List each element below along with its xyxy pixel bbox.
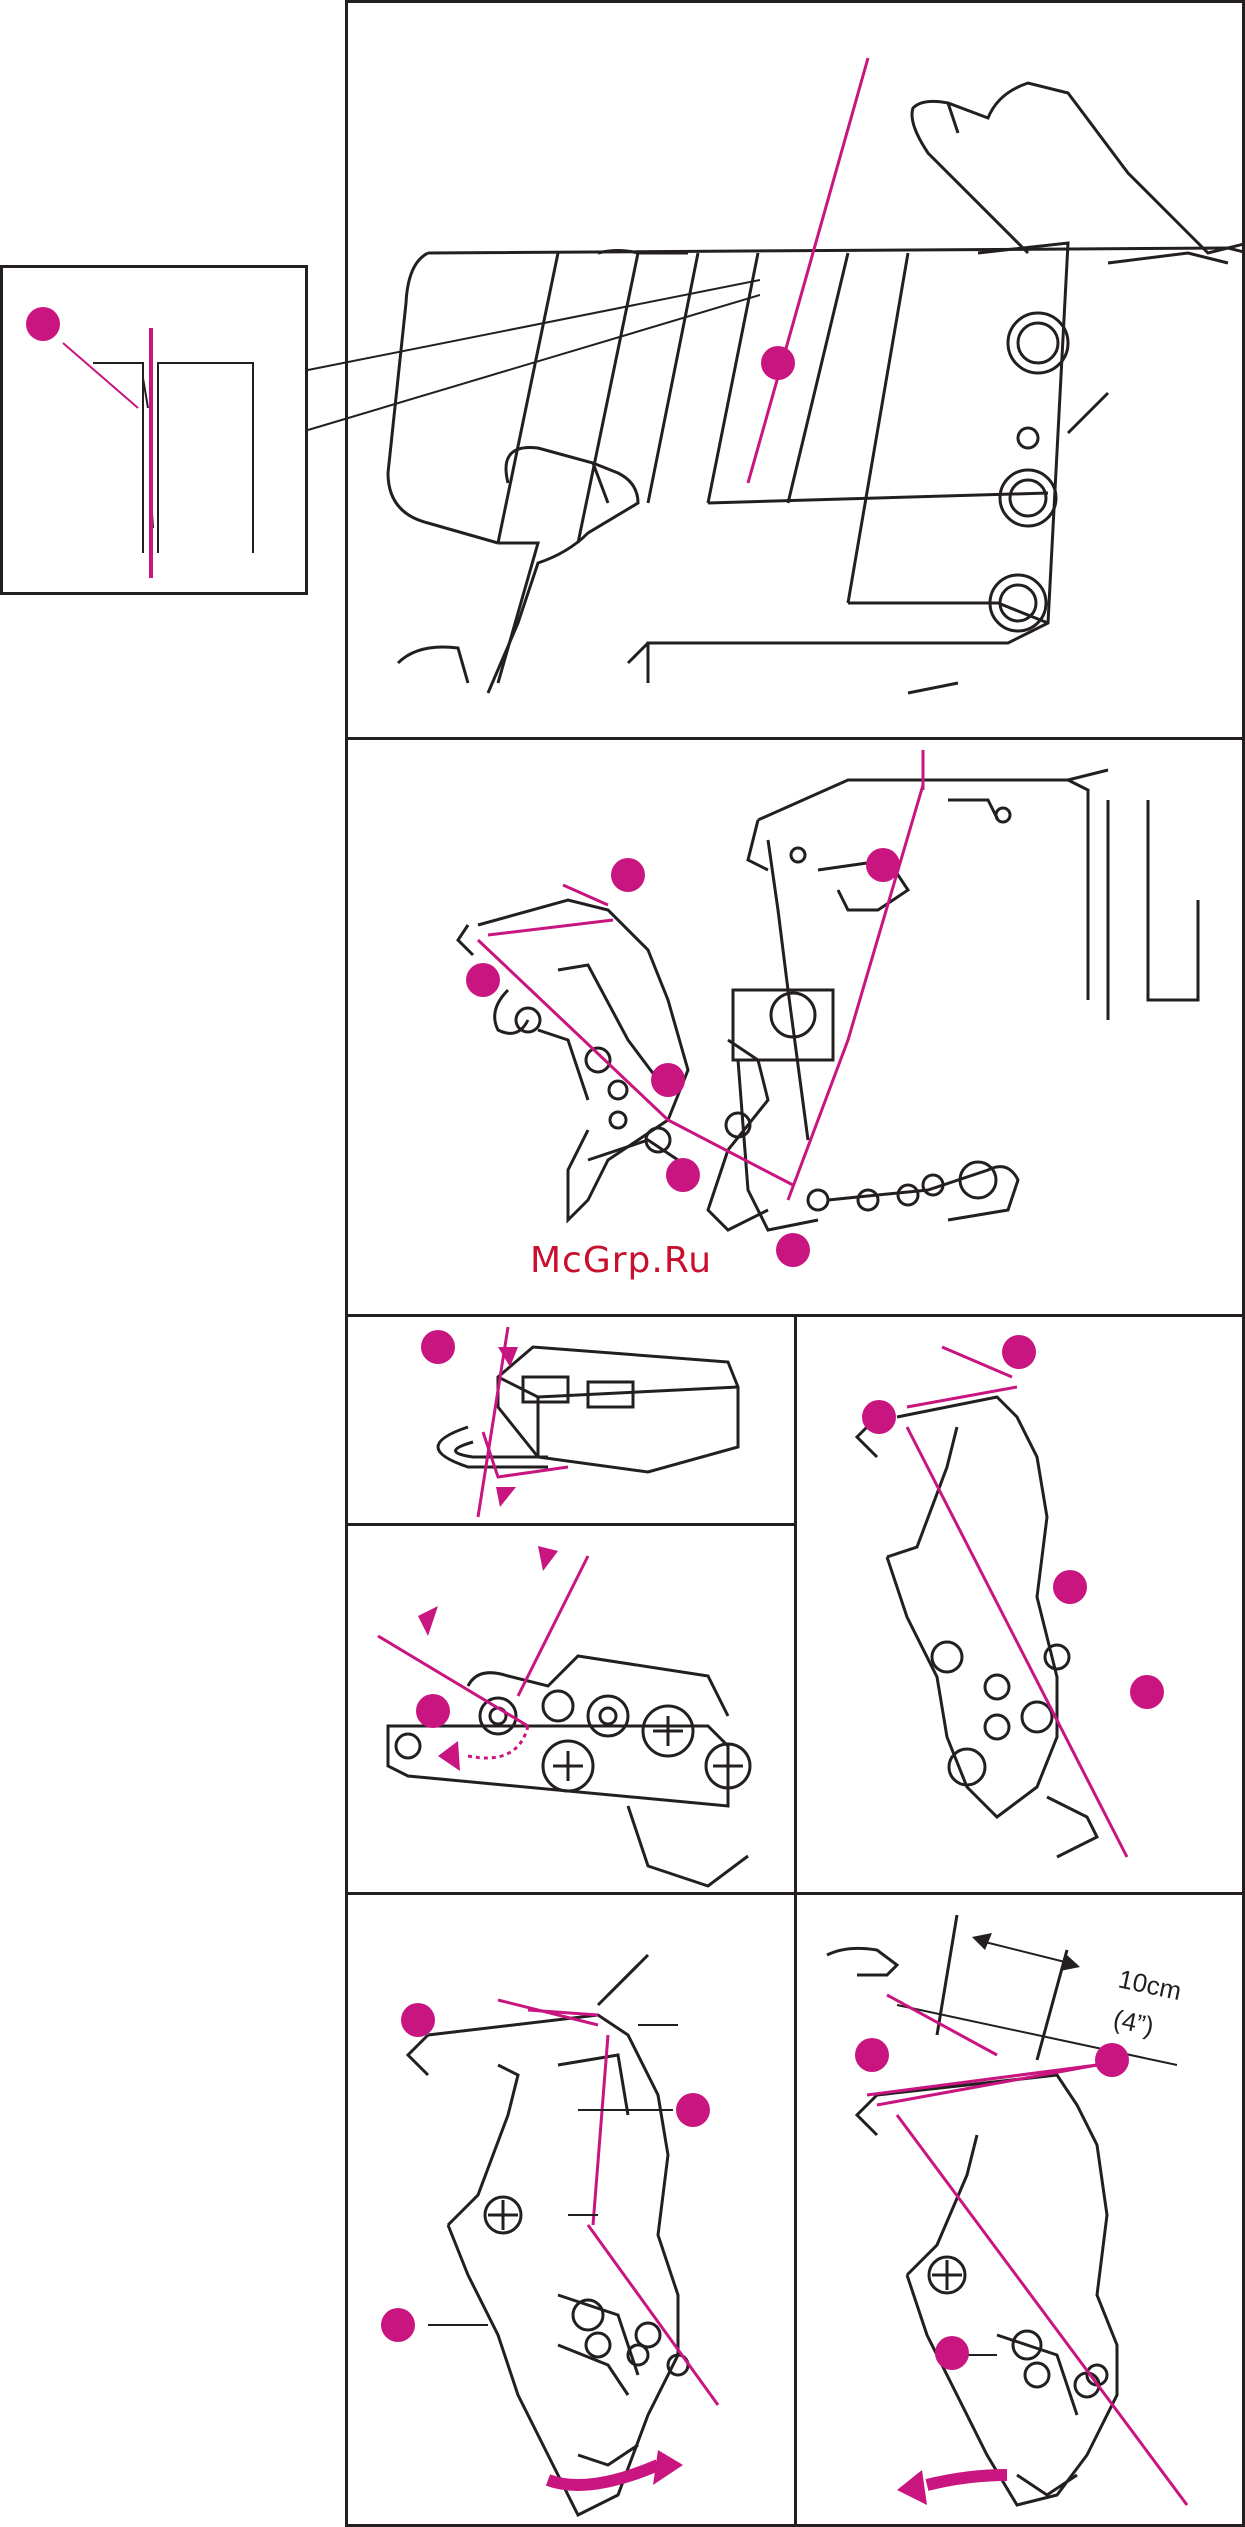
watermark: McGrp.Ru (530, 1240, 712, 1281)
callout-dot (676, 2093, 710, 2127)
callout-dot (1130, 1675, 1164, 1709)
callout-dot (416, 1694, 450, 1728)
callout-dot (26, 307, 60, 341)
callout-lines (300, 270, 760, 440)
callout-dot (666, 1158, 700, 1192)
panel-looper-right (794, 1314, 1245, 1895)
callout-dot (761, 346, 795, 380)
callout-dot (381, 2308, 415, 2342)
callout-dot (466, 963, 500, 997)
callout-dot (862, 1400, 896, 1434)
callout-dot (1002, 1335, 1036, 1369)
callout-dot (401, 2003, 435, 2037)
callout-dot (866, 848, 900, 882)
callout-dot (855, 2038, 889, 2072)
callout-dot (1053, 1570, 1087, 1604)
panel-thread-path (345, 737, 1245, 1317)
panel-clip-bottom (345, 1523, 797, 1895)
callout-dot (1095, 2043, 1129, 2077)
callout-dot (776, 1233, 810, 1267)
panel-step-right: 10cm (4”) (794, 1892, 1245, 2527)
measure-imperial: (4”) (1111, 2004, 1157, 2042)
callout-dot (935, 2336, 969, 2370)
panel-detail-inset (0, 265, 308, 595)
panel-step-left (345, 1892, 797, 2527)
measure-metric: 10cm (1116, 1964, 1184, 2007)
callout-dot (651, 1063, 685, 1097)
panel-clip-top (345, 1314, 797, 1526)
callout-dot (611, 858, 645, 892)
callout-dot (421, 1330, 455, 1364)
